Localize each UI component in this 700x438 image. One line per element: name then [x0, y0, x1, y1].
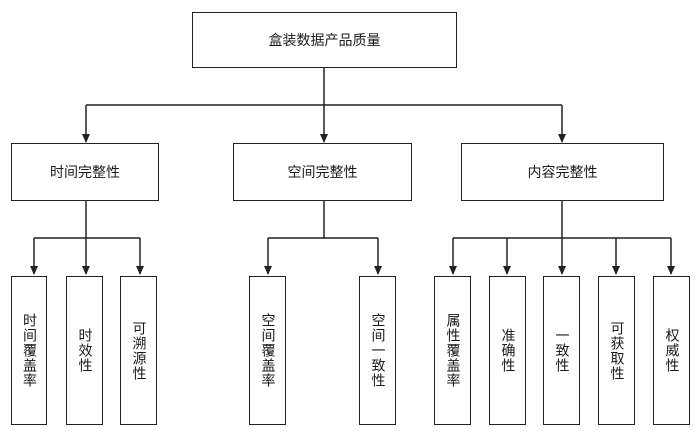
leaf-timeliness: 时效性: [66, 276, 103, 425]
leaf-label: 可获取性: [608, 320, 625, 381]
leaf-accessibility: 可获取性: [598, 276, 635, 425]
leaf-label: 可溯源性: [130, 320, 147, 381]
leaf-space-coverage: 空间覆盖率: [249, 276, 286, 425]
category-label: 内容完整性: [527, 165, 598, 181]
category-space-completeness: 空间完整性: [233, 143, 412, 201]
leaf-authority: 权威性: [653, 276, 690, 425]
leaf-label: 准确性: [499, 328, 516, 373]
leaf-label: 时间覆盖率: [21, 313, 37, 388]
leaf-label: 权威性: [663, 328, 680, 373]
leaf-time-coverage: 时间覆盖率: [11, 276, 47, 425]
leaf-attribute-coverage: 属性覆盖率: [434, 276, 471, 425]
leaf-label: 时效性: [76, 328, 93, 373]
root-node: 盒装数据产品质量: [192, 12, 457, 68]
root-node-label: 盒装数据产品质量: [268, 33, 381, 49]
category-label: 时间完整性: [50, 165, 120, 181]
leaf-label: 一致性: [553, 328, 570, 373]
leaf-label: 属性覆盖率: [444, 313, 461, 388]
category-time-completeness: 时间完整性: [11, 143, 159, 201]
leaf-traceability: 可溯源性: [120, 276, 157, 425]
leaf-accuracy: 准确性: [489, 276, 526, 425]
leaf-label: 空间覆盖率: [259, 313, 276, 388]
leaf-consistency: 一致性: [543, 276, 580, 425]
category-content-completeness: 内容完整性: [461, 143, 664, 201]
leaf-space-consistency: 空间一致性: [359, 276, 396, 425]
leaf-label: 空间一致性: [369, 313, 386, 388]
category-label: 空间完整性: [287, 165, 358, 181]
